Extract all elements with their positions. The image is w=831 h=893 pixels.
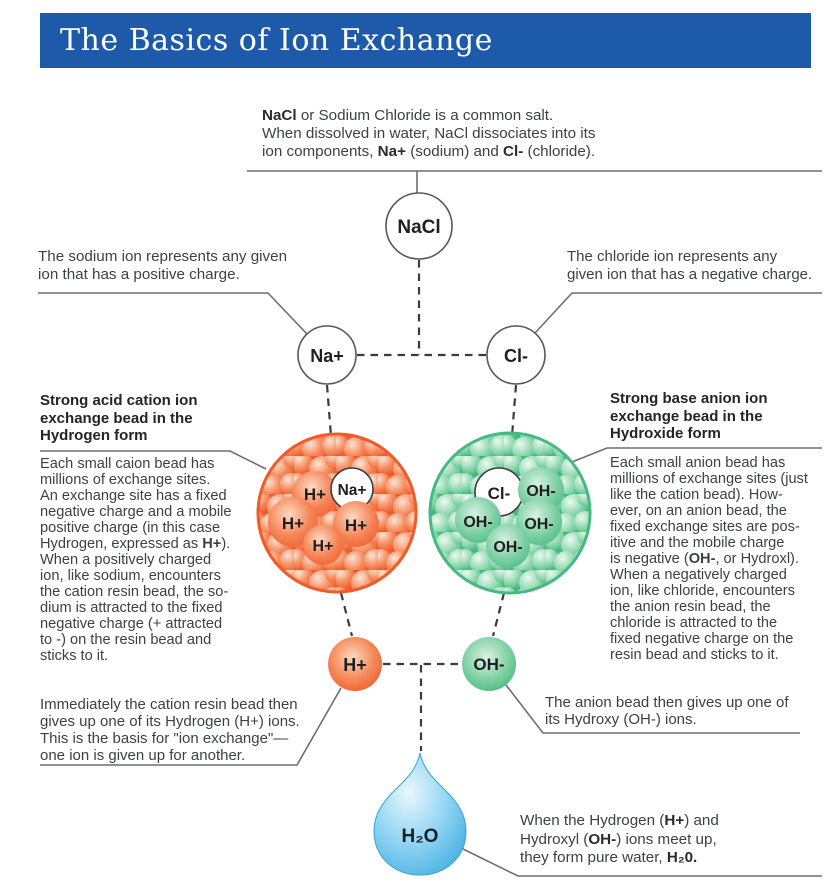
chloride-note-leader (534, 292, 822, 334)
cation-ion-label: H+ (304, 485, 326, 504)
oh-ion-circle: OH- (462, 637, 516, 691)
dashed-cl-to-anion-bead (510, 384, 518, 437)
nacl-label: NaCl (397, 217, 440, 238)
water-droplet: H₂O (373, 752, 467, 876)
cl-circle: Cl- (486, 325, 546, 385)
captured-sodium-label: Na+ (338, 482, 367, 499)
h-ion-label: H+ (343, 655, 367, 675)
cation-release-leader (40, 687, 342, 766)
cation-heading-leader (40, 450, 267, 470)
anion-ion-label: OH- (493, 539, 522, 556)
h-ion-circle: H+ (328, 637, 382, 691)
anion-ion-label: OH- (463, 514, 492, 531)
na-label: Na+ (310, 346, 344, 366)
na-circle: Na+ (297, 325, 357, 385)
cation-ion-label: H+ (313, 538, 334, 555)
water-droplet-shape (373, 752, 467, 876)
anion-heading-leader (571, 447, 822, 463)
dashed-anion-bead-to-oh (491, 592, 506, 637)
page-title: The Basics of Ion Exchange (60, 23, 493, 58)
water-label: H₂O (402, 826, 439, 847)
cl-label: Cl- (504, 346, 528, 366)
anion-release-leader (505, 684, 800, 734)
water-note-leader (460, 847, 822, 877)
dashed-cation-bead-to-h (339, 592, 354, 637)
captured-chloride-label: Cl- (488, 484, 511, 503)
anion-ion-label: OH- (526, 483, 555, 500)
salt-note: NaCl or Sodium Chloride is a common salt… (262, 107, 596, 160)
dashed-connectors (325, 260, 518, 751)
oh-ion-label: OH- (473, 655, 504, 674)
sodium-note-leader (38, 292, 308, 335)
anion-ion-label: OH- (524, 516, 553, 533)
cation-ion-label: H+ (345, 516, 367, 535)
callout-lines (38, 170, 822, 877)
anion-bead: Cl- OH- OH- OH- OH- (428, 431, 592, 595)
cation-ion-label: H+ (282, 514, 304, 533)
header-bar: The Basics of Ion Exchange (40, 13, 811, 68)
dashed-na-to-cation-bead (325, 384, 333, 437)
cation-bead: H+ Na+ H+ H+ H+ (256, 432, 418, 594)
nacl-circle: NaCl (385, 192, 453, 260)
